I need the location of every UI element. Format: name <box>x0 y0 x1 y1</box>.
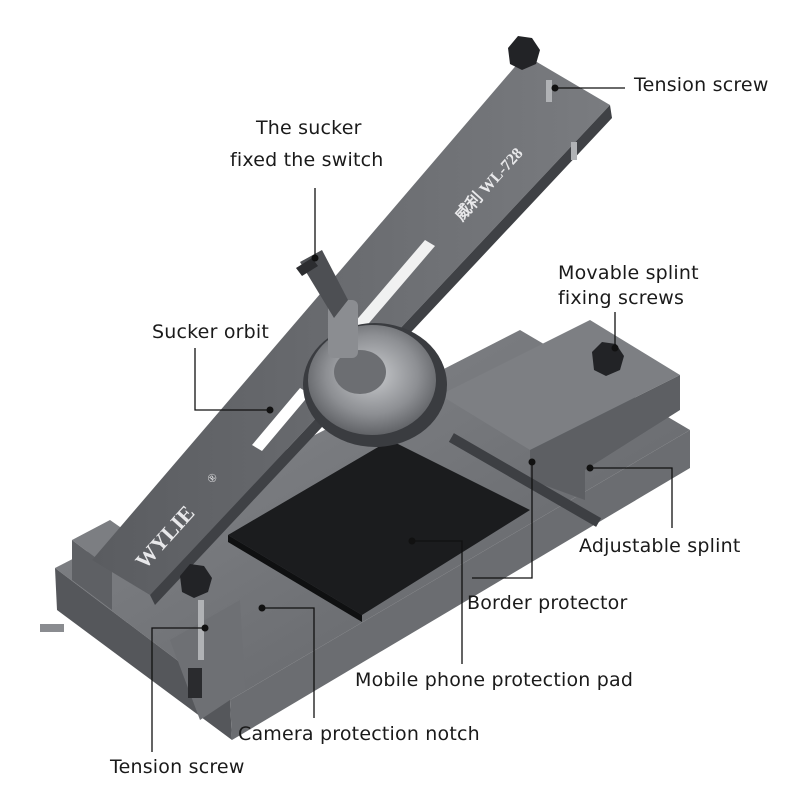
label-movable-splint-line1: Movable splint <box>558 262 699 284</box>
label-sucker-switch-line2: fixed the switch <box>230 149 384 171</box>
label-tension-screw-bottom: Tension screw <box>110 756 245 778</box>
leader-adjustable-splint <box>590 467 673 528</box>
label-adjustable-splint: Adjustable splint <box>579 535 741 557</box>
label-border-protector: Border protector <box>467 592 628 614</box>
leader-sucker-orbit <box>194 348 270 411</box>
label-tension-screw-top: Tension screw <box>634 74 769 96</box>
label-camera-notch: Camera protection notch <box>238 723 480 745</box>
label-phone-pad: Mobile phone protection pad <box>355 669 634 691</box>
leader-lines <box>151 87 673 752</box>
label-movable-splint-line2: fixing screws <box>558 287 685 309</box>
leader-phone-pad <box>412 540 463 664</box>
label-sucker-switch-line1: The sucker <box>256 117 362 139</box>
sucker-switch-lever <box>296 250 348 318</box>
leader-camera-notch <box>262 607 315 718</box>
top-tension-screw-knob <box>508 36 577 160</box>
leader-border-protector <box>472 462 533 579</box>
phone-protection-pad <box>228 440 530 622</box>
bottom-tension-screw-knob <box>40 564 212 660</box>
leader-dots <box>201 84 619 632</box>
leader-tension-screw-bottom <box>151 627 205 752</box>
label-sucker-orbit: Sucker orbit <box>152 321 270 343</box>
